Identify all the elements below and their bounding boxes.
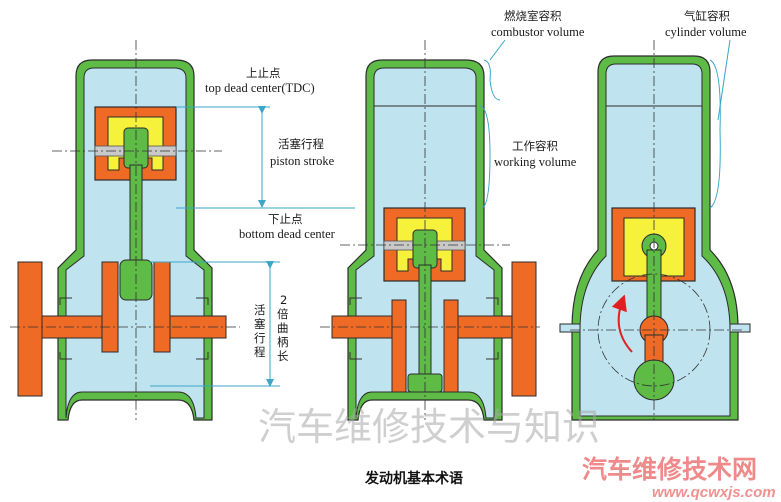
- engine-2-bearing-marks: [349, 297, 499, 360]
- stroke-label-en: piston stroke: [270, 154, 335, 168]
- engine-1-crank-web-right: [153, 261, 171, 353]
- bdc-label-cn: 下止点: [268, 212, 303, 226]
- cylinder-label-cn: 气缸容积: [684, 9, 730, 23]
- crank-rel-1: 2: [280, 293, 287, 307]
- combustor-label-en: combustor volume: [491, 25, 585, 39]
- working-brace: [479, 105, 491, 209]
- crank-rel-3: 曲: [277, 321, 289, 335]
- combustor-label-cn: 燃烧室容积: [504, 9, 562, 23]
- combustor-leader: [489, 39, 506, 61]
- crank-label-cn-1: 活: [254, 303, 266, 317]
- tdc-label-cn: 上止点: [246, 66, 281, 80]
- engine-tdc: [10, 40, 240, 421]
- crank-label-cn-4: 程: [254, 345, 266, 359]
- bdc-label-en: bottom dead center: [239, 227, 336, 241]
- diagram-caption: 发动机基本术语: [364, 470, 463, 487]
- crank-rel-5: 长: [277, 349, 289, 363]
- crank-label-cn-3: 行: [254, 331, 266, 345]
- tdc-label-en: top dead center(TDC): [205, 81, 315, 95]
- cylinder-label-en: cylinder volume: [665, 25, 747, 39]
- engine-bdc: [320, 40, 540, 421]
- watermark-text: 汽车维修技术与知识: [258, 405, 600, 449]
- stroke-dimension: [150, 106, 355, 387]
- crank-rel-2: 倍: [277, 307, 289, 321]
- engine-3-shaft-right: [729, 323, 751, 333]
- working-label-cn: 工作容积: [512, 139, 558, 153]
- cylinder-brace: [709, 59, 721, 209]
- combustor-brace: [483, 59, 501, 101]
- engine-1-bearing-marks: [59, 297, 209, 360]
- crank-rel-4: 柄: [277, 335, 289, 349]
- engine-2-flywheel: [511, 261, 537, 397]
- crank-label-cn-2: 塞: [254, 317, 266, 331]
- engine-2-crank-web-right: [443, 299, 459, 393]
- rotation-arrow: [611, 294, 633, 353]
- logo-text-cn: 汽车维修技术网: [582, 455, 757, 484]
- site-logo: 汽车维修技术网 www.qcwxjs.com: [582, 455, 776, 501]
- engine-1-flywheel: [17, 261, 43, 397]
- engine-3-shaft-left: [559, 323, 581, 333]
- logo-url: www.qcwxjs.com: [652, 484, 776, 501]
- engine-1-crank-web-left: [101, 261, 119, 353]
- cylinder-leader: [717, 39, 731, 121]
- engine-2-crank-web-left: [391, 299, 407, 393]
- crank-stroke-label: 活 塞 行 程 2 倍 曲 柄 长: [254, 293, 289, 363]
- stroke-label-cn: 活塞行程: [278, 137, 324, 151]
- engine-cross-section: [559, 40, 751, 421]
- working-label-en: working volume: [494, 155, 577, 169]
